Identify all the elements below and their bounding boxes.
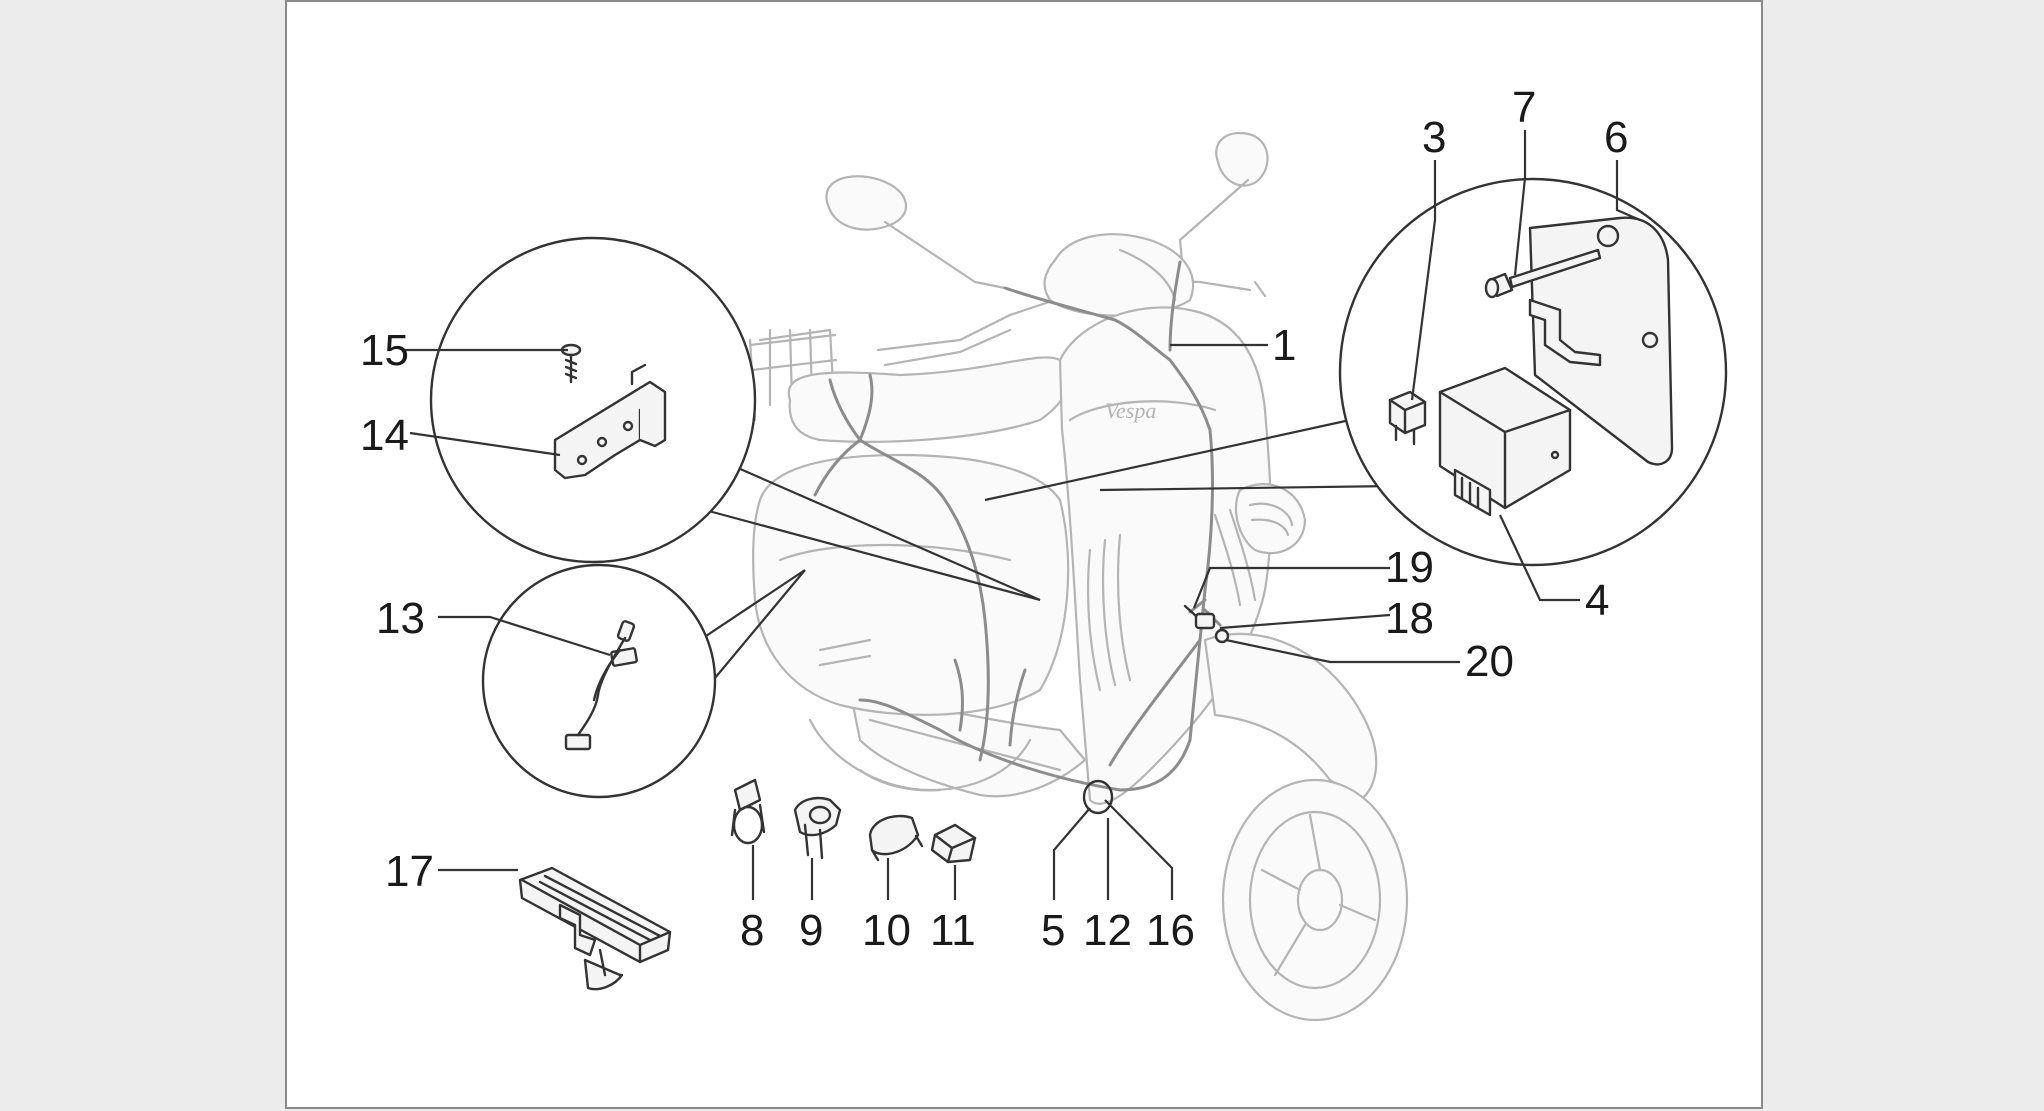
detail-circle-bracket [429, 236, 1041, 602]
seat [787, 356, 1072, 443]
label-4: 4 [1585, 576, 1609, 625]
scooter-outline: Vespa [748, 131, 1409, 1022]
label-13: 13 [376, 594, 425, 643]
label-6: 6 [1604, 113, 1628, 162]
bracket-17 [518, 866, 672, 991]
label-8: 8 [740, 906, 764, 955]
cable-tie-10 [868, 814, 924, 862]
part-numbers: 1 3 4 5 6 7 8 9 10 11 12 13 14 15 16 17 … [360, 83, 1628, 955]
vespa-logo: Vespa [1105, 398, 1156, 423]
label-9: 9 [799, 906, 823, 955]
screw-15 [560, 343, 582, 384]
label-15: 15 [360, 326, 409, 375]
label-3: 3 [1422, 113, 1446, 162]
leg-shield [1058, 306, 1272, 805]
bracket-14 [553, 363, 667, 480]
label-12: 12 [1083, 906, 1132, 955]
detail-circle-sensor [481, 563, 806, 799]
label-20: 20 [1465, 637, 1514, 686]
cable-clip-9 [793, 796, 842, 860]
label-1: 1 [1272, 321, 1296, 370]
label-18: 18 [1385, 594, 1434, 643]
right-mirror [1215, 131, 1269, 187]
label-11: 11 [930, 906, 976, 955]
label-5: 5 [1041, 906, 1065, 955]
label-17: 17 [385, 847, 434, 896]
connector-18 [1183, 604, 1230, 644]
leader-lines [405, 130, 1641, 900]
sensor-harness-13 [564, 620, 638, 751]
label-19: 19 [1385, 543, 1434, 592]
control-unit-4 [1438, 366, 1572, 517]
front-fender [1203, 632, 1378, 802]
fuse-3 [1388, 390, 1427, 446]
detail-circle-ecu [984, 177, 1728, 567]
main-wiring-harness [813, 260, 1222, 792]
rear-body [752, 453, 1070, 716]
cable-holder-11 [930, 823, 977, 864]
label-16: 16 [1146, 906, 1195, 955]
label-10: 10 [862, 906, 911, 955]
label-14: 14 [360, 411, 409, 460]
bolt-7 [1484, 248, 1602, 299]
clip-8 [730, 778, 766, 845]
left-mirror [825, 175, 908, 231]
label-7: 7 [1512, 83, 1536, 132]
front-wheel [1221, 778, 1409, 1022]
ring-clamp-12 [1082, 779, 1114, 815]
